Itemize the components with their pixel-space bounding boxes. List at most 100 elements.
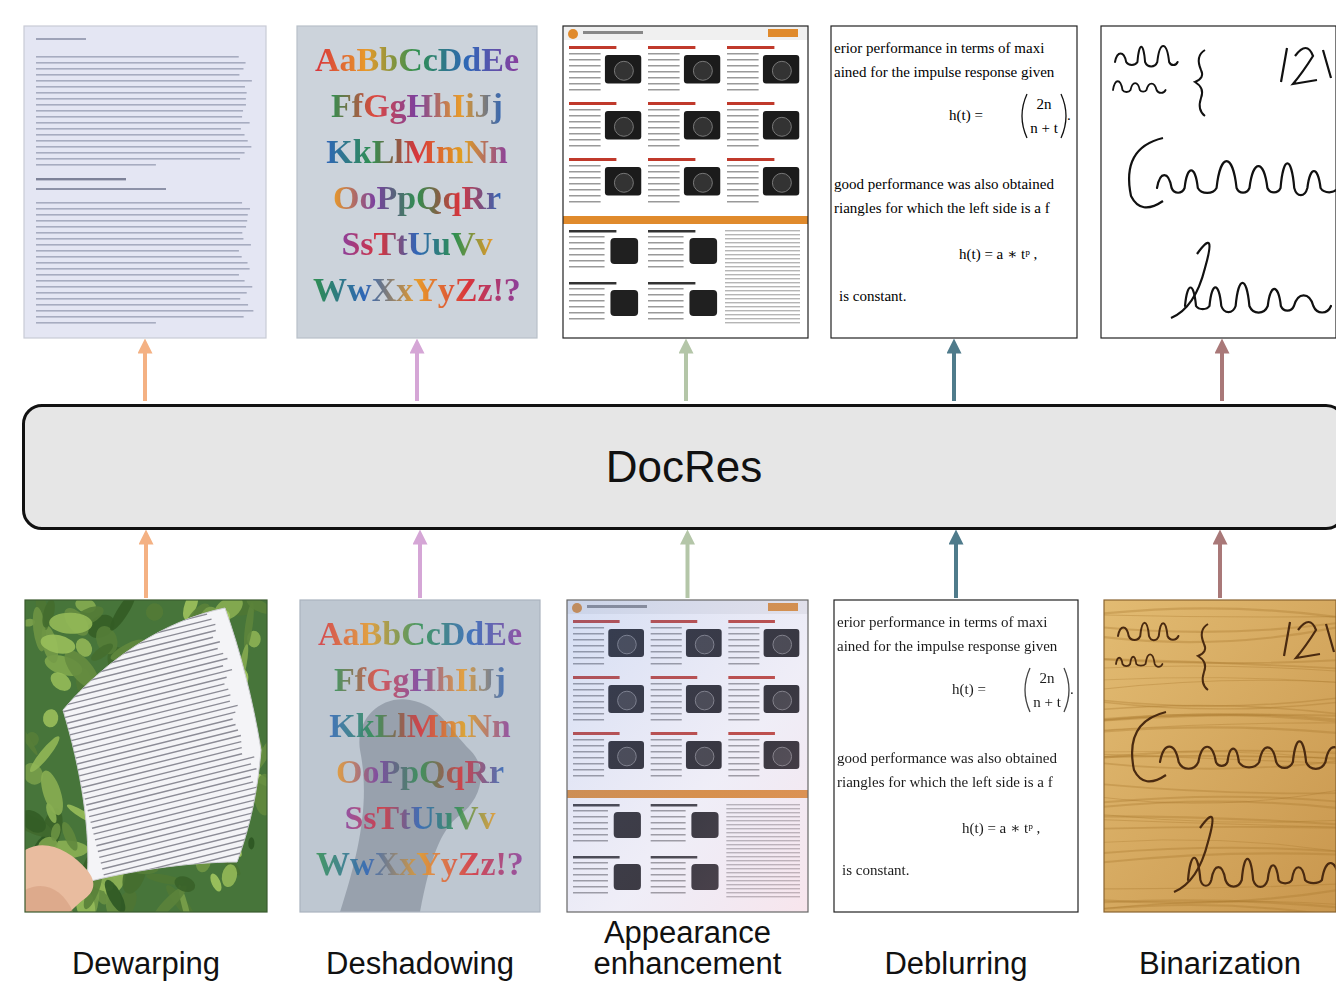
image-panel <box>1104 600 1336 916</box>
text-line <box>569 59 601 61</box>
caption-area: Binarization <box>1104 914 1336 980</box>
output-arrow <box>952 351 956 401</box>
task-caption: Binarization <box>1139 948 1301 980</box>
leaf <box>59 820 81 853</box>
label-holder: . <box>1070 681 1074 698</box>
text-line <box>569 171 601 173</box>
text-line <box>727 109 759 111</box>
panel-border <box>25 600 267 912</box>
text-line <box>56 641 220 683</box>
text-line <box>36 250 239 252</box>
label-holder: . <box>1067 107 1071 124</box>
text-line <box>569 133 601 135</box>
text-line <box>727 183 759 185</box>
image-background <box>297 26 537 338</box>
capital-stroke <box>1171 243 1210 318</box>
text-line <box>36 164 156 166</box>
alphabet-line: AaBbCcDdEe <box>315 40 519 81</box>
text-line <box>36 68 243 70</box>
table-row <box>725 302 800 303</box>
text-line <box>36 280 245 282</box>
image-background <box>25 600 267 912</box>
camera-lens <box>693 61 712 80</box>
brace <box>1195 50 1205 116</box>
input-arrow <box>144 542 148 598</box>
label-holder: erior performance in terms of maxi <box>837 614 1047 631</box>
text-line <box>569 83 601 85</box>
heading-line <box>36 178 126 180</box>
text-line <box>36 62 246 64</box>
table-row <box>725 278 800 279</box>
capital-stroke <box>1174 817 1213 892</box>
text-line <box>36 238 243 240</box>
camera-lens <box>772 173 791 192</box>
table-row <box>725 250 800 251</box>
text-line <box>648 288 684 290</box>
product-heading <box>727 102 774 105</box>
document-text: 2n <box>1040 670 1055 687</box>
label-holder: SsTtUuVv <box>300 798 540 839</box>
output-arrow <box>1220 351 1224 401</box>
document-text: h(t) = <box>952 681 986 698</box>
text-line <box>648 242 684 244</box>
input-panel: Appearance enhancement <box>567 600 808 980</box>
text-line <box>569 254 605 256</box>
handwriting <box>1115 46 1178 67</box>
label-holder: WwXxYyZz!? <box>297 270 537 311</box>
text-line <box>85 756 255 800</box>
text-line <box>648 300 684 302</box>
image-background <box>831 26 1077 338</box>
leaf <box>37 768 68 818</box>
text-line <box>96 803 264 846</box>
paper-streak <box>1104 815 1336 823</box>
paper-streak <box>1104 615 1336 617</box>
caption-area: Deshadowing <box>300 914 540 980</box>
text-line <box>727 195 759 197</box>
text-line <box>648 254 684 256</box>
text-line <box>88 768 257 811</box>
capital-stroke <box>1132 712 1166 781</box>
image-panel <box>8 589 279 931</box>
text-line <box>648 318 684 320</box>
text-line <box>727 127 759 129</box>
document-text: n + t <box>1030 120 1058 137</box>
header-badge <box>768 29 798 37</box>
camera-body <box>684 55 720 83</box>
text-line <box>93 792 260 835</box>
label-holder: KkLlMmNn <box>300 706 540 747</box>
input-arrow <box>686 542 690 598</box>
text-line <box>727 177 759 179</box>
leaf <box>25 716 40 757</box>
label-holder: good performance was also obtained <box>834 176 1054 193</box>
caption-area: Deblurring <box>834 914 1078 980</box>
text-line <box>64 677 227 719</box>
label-holder: good performance was also obtained <box>837 750 1057 767</box>
lens <box>689 238 717 264</box>
document-text: n + t <box>1033 694 1061 711</box>
table-row <box>725 262 800 263</box>
text-line <box>82 747 242 788</box>
input-arrow <box>954 542 958 598</box>
text-line <box>60 658 228 701</box>
image-panel <box>831 26 1077 338</box>
text-line <box>36 140 248 142</box>
table-row <box>725 314 800 315</box>
text-line <box>36 158 240 160</box>
leaf <box>106 600 139 633</box>
label-holder: erior performance in terms of maxi <box>834 40 1044 57</box>
alphabet-line: SsTtUuVv <box>344 798 495 839</box>
text-line <box>72 705 238 748</box>
text-line <box>648 83 680 85</box>
leaf <box>25 805 50 837</box>
leaf <box>47 668 75 694</box>
text-line <box>648 236 684 238</box>
text-line <box>63 669 232 712</box>
paper-streak <box>1104 698 1336 706</box>
handwriting <box>1160 741 1336 768</box>
leaf <box>172 873 197 895</box>
image-panel <box>1101 26 1336 338</box>
text-line <box>727 121 759 123</box>
label-holder: h(t) = <box>952 681 986 698</box>
capital-stroke <box>1129 138 1163 207</box>
